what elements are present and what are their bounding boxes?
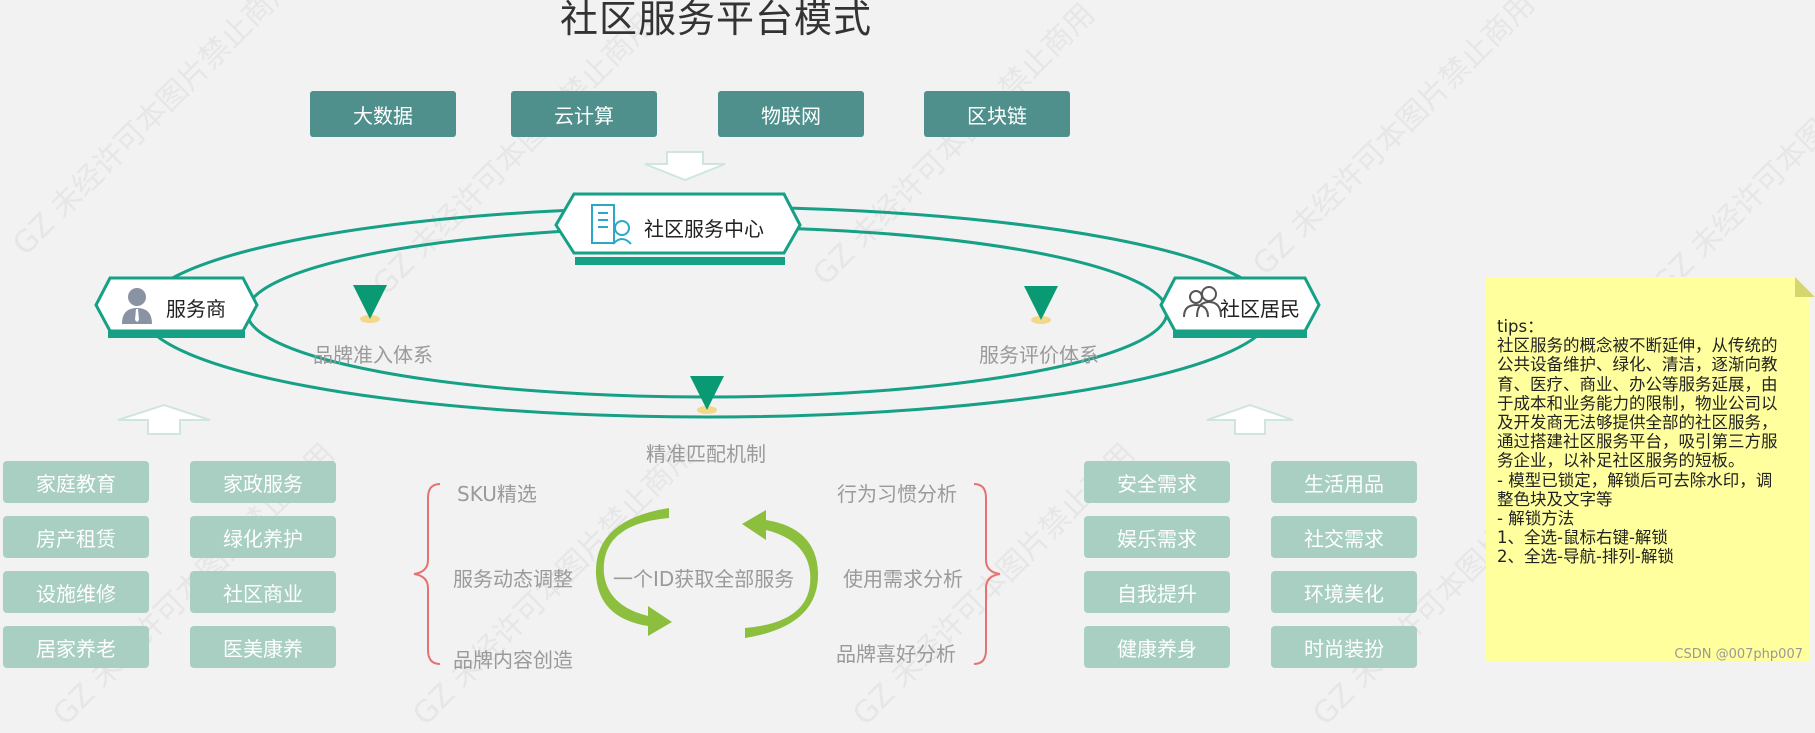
down-arrow-icon <box>644 151 726 182</box>
building-icon <box>591 204 632 245</box>
category-box: 自我提升 <box>1084 571 1230 613</box>
tech-box-blockchain: 区块链 <box>924 91 1070 137</box>
category-box: 环境美化 <box>1271 571 1417 613</box>
category-box: 生活用品 <box>1271 461 1417 503</box>
left-node-label: 服务商 <box>166 297 226 321</box>
tech-box-big-data: 大数据 <box>310 91 456 137</box>
left-bracket <box>413 483 441 665</box>
pointer-marker-right <box>1024 286 1058 324</box>
right-node-label: 社区居民 <box>1220 297 1300 321</box>
middle-right-item: 行为习惯分析 <box>837 482 957 506</box>
category-box: 社交需求 <box>1271 516 1417 558</box>
middle-center-text: 一个ID获取全部服务 <box>613 567 795 591</box>
middle-left-item: 品牌内容创造 <box>453 648 573 672</box>
platform-diagram <box>94 151 1321 665</box>
tips-text: tips： 社区服务的概念被不断延伸，从传统的公共设备维护、绿化、清洁，逐渐向教… <box>1497 317 1778 567</box>
middle-right-item: 品牌喜好分析 <box>836 642 956 666</box>
center-node-label: 社区服务中心 <box>644 217 764 241</box>
page-fold-icon <box>1795 277 1815 297</box>
tech-box-iot: 物联网 <box>718 91 864 137</box>
up-arrow-icon <box>117 403 211 435</box>
category-box: 健康养身 <box>1084 626 1230 668</box>
service-evaluation-label: 服务评价体系 <box>979 343 1099 367</box>
pointer-marker-bottom <box>690 376 724 414</box>
category-box: 绿化养护 <box>190 516 336 558</box>
tips-note: tips： 社区服务的概念被不断延伸，从传统的公共设备维护、绿化、清洁，逐渐向教… <box>1486 277 1815 661</box>
category-box: 家政服务 <box>190 461 336 503</box>
category-box: 房产租赁 <box>3 516 149 558</box>
category-box: 娱乐需求 <box>1084 516 1230 558</box>
user-icon <box>122 288 152 324</box>
users-icon <box>1183 286 1222 318</box>
middle-left-item: 服务动态调整 <box>453 567 573 591</box>
pointer-marker-left <box>353 285 387 323</box>
credit-text: CSDN @007php007 <box>1674 647 1803 662</box>
precise-matching-label: 精准匹配机制 <box>646 442 766 466</box>
category-box: 医美康养 <box>190 626 336 668</box>
category-box: 社区商业 <box>190 571 336 613</box>
brand-access-label: 品牌准入体系 <box>313 343 433 367</box>
cycle-arrows-icon <box>595 508 819 638</box>
middle-left-item: SKU精选 <box>457 482 537 506</box>
category-box: 家庭教育 <box>3 461 149 503</box>
right-bracket <box>973 483 1001 665</box>
category-box: 设施维修 <box>3 571 149 613</box>
category-box: 居家养老 <box>3 626 149 668</box>
category-box: 时尚装扮 <box>1271 626 1417 668</box>
category-box: 安全需求 <box>1084 461 1230 503</box>
up-arrow-icon <box>1206 403 1294 435</box>
middle-right-item: 使用需求分析 <box>843 567 963 591</box>
page-title: 社区服务平台模式 <box>560 0 873 41</box>
tech-box-cloud: 云计算 <box>511 91 657 137</box>
